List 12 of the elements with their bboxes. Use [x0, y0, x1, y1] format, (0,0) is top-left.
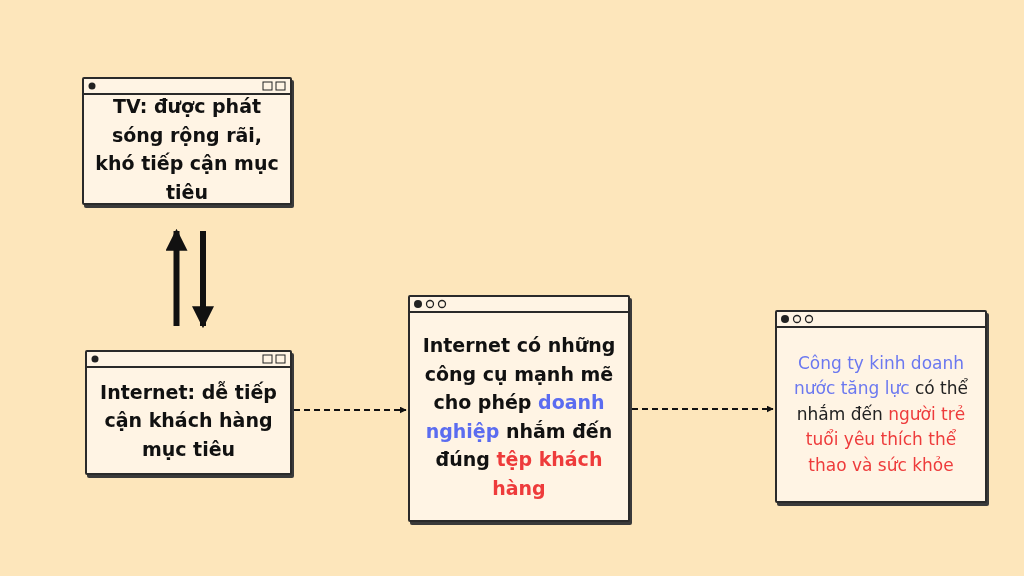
box-text: Internet có những công cụ mạnh mẽ cho phép doanh nghiệp nhắm đến đúng tệp khách hàng — [421, 333, 617, 501]
window-box — [775, 310, 987, 503]
window-box — [82, 77, 292, 205]
arrow — [192, 231, 214, 329]
window-box — [85, 350, 292, 475]
box-text: TV: được phát sóng rộng rãi, khó tiếp cận mục tiêu — [94, 94, 280, 205]
window-box — [408, 295, 630, 522]
box-text: Công ty kinh doanh nước tăng lực có thể nhắm đến người trẻ tuổi yêu thích thể thao và sức khỏe — [792, 351, 970, 477]
box-text: Internet: dễ tiếp cận khách hàng mục tiêu — [99, 379, 278, 462]
arrow — [631, 405, 774, 413]
arrow — [165, 228, 188, 326]
arrow — [293, 406, 407, 414]
